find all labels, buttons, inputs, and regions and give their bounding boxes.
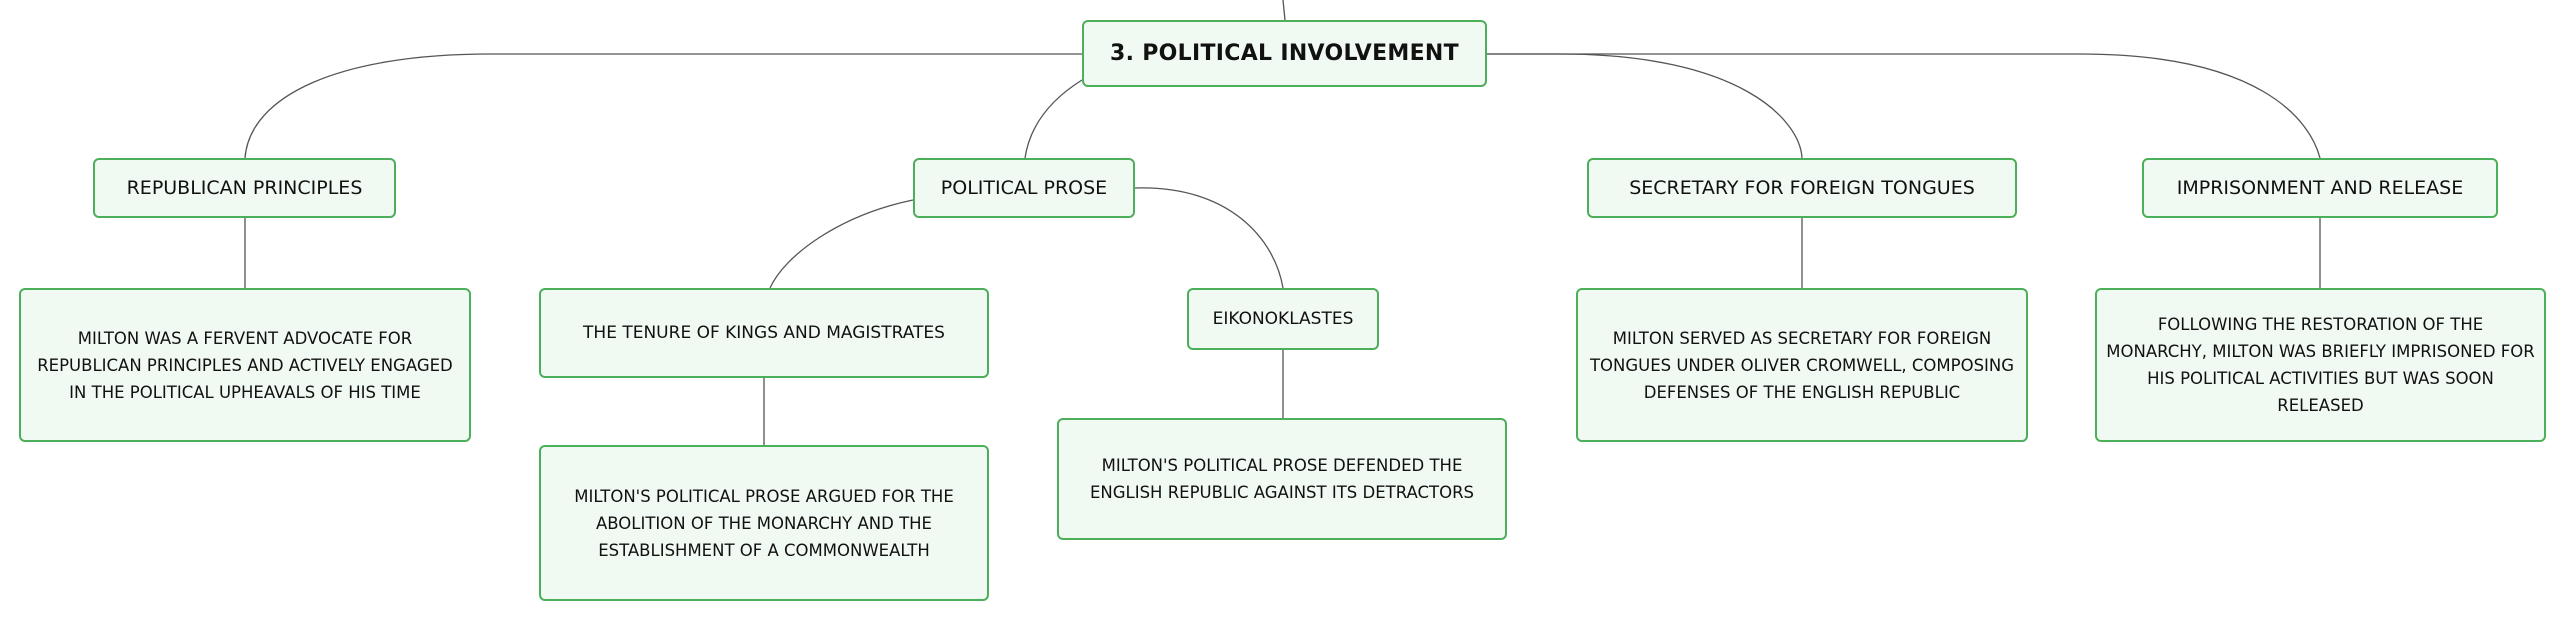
subtopic-label: EIKONOKLASTES: [1212, 309, 1354, 329]
detail-text: MILTON WAS A FERVENT ADVOCATE FOR REPUBL…: [37, 328, 453, 402]
connector-prose-eikon: [1134, 187, 1284, 289]
subtopic-tenure-of-kings[interactable]: THE TENURE OF KINGS AND MAGISTRATES: [539, 288, 989, 378]
topic-label: REPUBLICAN PRINCIPLES: [126, 177, 363, 199]
topic-republican-principles[interactable]: REPUBLICAN PRINCIPLES: [93, 158, 396, 218]
detail-tenure-of-kings[interactable]: MILTON'S POLITICAL PROSE ARGUED FOR THE …: [539, 445, 989, 601]
detail-secretary-foreign-tongues[interactable]: MILTON SERVED AS SECRETARY FOR FOREIGN T…: [1576, 288, 2028, 442]
connector-root-prose: [1024, 79, 1083, 159]
topic-imprisonment-release[interactable]: IMPRISONMENT AND RELEASE: [2142, 158, 2498, 218]
connector-root-parent: [1282, 0, 1286, 21]
detail-republican-principles[interactable]: MILTON WAS A FERVENT ADVOCATE FOR REPUBL…: [19, 288, 471, 442]
root-label: 3. POLITICAL INVOLVEMENT: [1110, 41, 1459, 66]
connector-root-secretary: [1487, 53, 1803, 159]
subtopic-eikonoklastes[interactable]: EIKONOKLASTES: [1187, 288, 1379, 350]
subtopic-label: THE TENURE OF KINGS AND MAGISTRATES: [583, 323, 945, 343]
topic-label: POLITICAL PROSE: [940, 177, 1108, 199]
topic-label: IMPRISONMENT AND RELEASE: [2176, 177, 2464, 199]
detail-text: MILTON SERVED AS SECRETARY FOR FOREIGN T…: [1589, 328, 2015, 402]
detail-text: MILTON'S POLITICAL PROSE ARGUED FOR THE …: [574, 486, 954, 560]
connector-root-prison: [1487, 53, 2321, 159]
topic-political-prose[interactable]: POLITICAL PROSE: [913, 158, 1135, 218]
root-node[interactable]: 3. POLITICAL INVOLVEMENT: [1082, 20, 1487, 87]
connector-root-republican: [244, 53, 1082, 159]
topic-label: SECRETARY FOR FOREIGN TONGUES: [1629, 177, 1975, 199]
detail-text: FOLLOWING THE RESTORATION OF THE MONARCH…: [2106, 315, 2535, 415]
topic-secretary-foreign-tongues[interactable]: SECRETARY FOR FOREIGN TONGUES: [1587, 158, 2017, 218]
connector-prose-tenure: [769, 199, 914, 289]
detail-text: MILTON'S POLITICAL PROSE DEFENDED THE EN…: [1089, 456, 1475, 502]
detail-eikonoklastes[interactable]: MILTON'S POLITICAL PROSE DEFENDED THE EN…: [1057, 418, 1507, 540]
detail-imprisonment-release[interactable]: FOLLOWING THE RESTORATION OF THE MONARCH…: [2095, 288, 2546, 442]
